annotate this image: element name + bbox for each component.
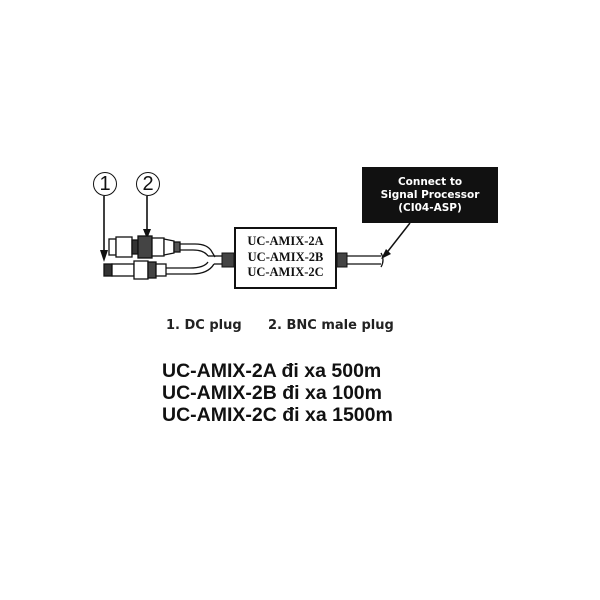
output-cable bbox=[347, 252, 384, 268]
legend-bnc-plug: 2. BNC male plug bbox=[268, 318, 394, 333]
spec-2a: UC-AMIX-2A đi xa 500m bbox=[162, 360, 382, 382]
distance-specs: UC-AMIX-2A đi xa 500m UC-AMIX-2B đi xa 1… bbox=[162, 360, 393, 426]
model-line-2a: UC-AMIX-2A bbox=[247, 234, 324, 248]
legend-dc-plug: 1. DC plug bbox=[166, 318, 242, 333]
cable-split bbox=[166, 243, 222, 275]
callout-pointer bbox=[384, 222, 411, 256]
model-box: UC-AMIX-2A UC-AMIX-2B UC-AMIX-2C bbox=[234, 227, 337, 289]
callout-line-1: Connect to bbox=[397, 176, 463, 188]
box-strain-relief-left bbox=[221, 252, 235, 268]
model-line-2b: UC-AMIX-2B bbox=[247, 249, 324, 264]
model-line-2c: UC-AMIX-2C bbox=[247, 265, 324, 279]
dc-plug bbox=[103, 260, 167, 280]
marker-1: 1 bbox=[93, 172, 117, 196]
marker-2: 2 bbox=[136, 172, 160, 196]
callout-line-2: Signal Processor bbox=[380, 189, 480, 201]
box-strain-relief-right bbox=[336, 252, 348, 268]
callout-line-3: (CI04-ASP) bbox=[398, 202, 462, 214]
spec-2c: UC-AMIX-2C đi xa 1500m bbox=[162, 404, 393, 426]
spec-2b: UC-AMIX-2B đi xa 100m bbox=[162, 382, 382, 404]
signal-processor-callout: Connect to Signal Processor (CI04-ASP) bbox=[362, 167, 498, 223]
bnc-connector bbox=[108, 235, 181, 259]
